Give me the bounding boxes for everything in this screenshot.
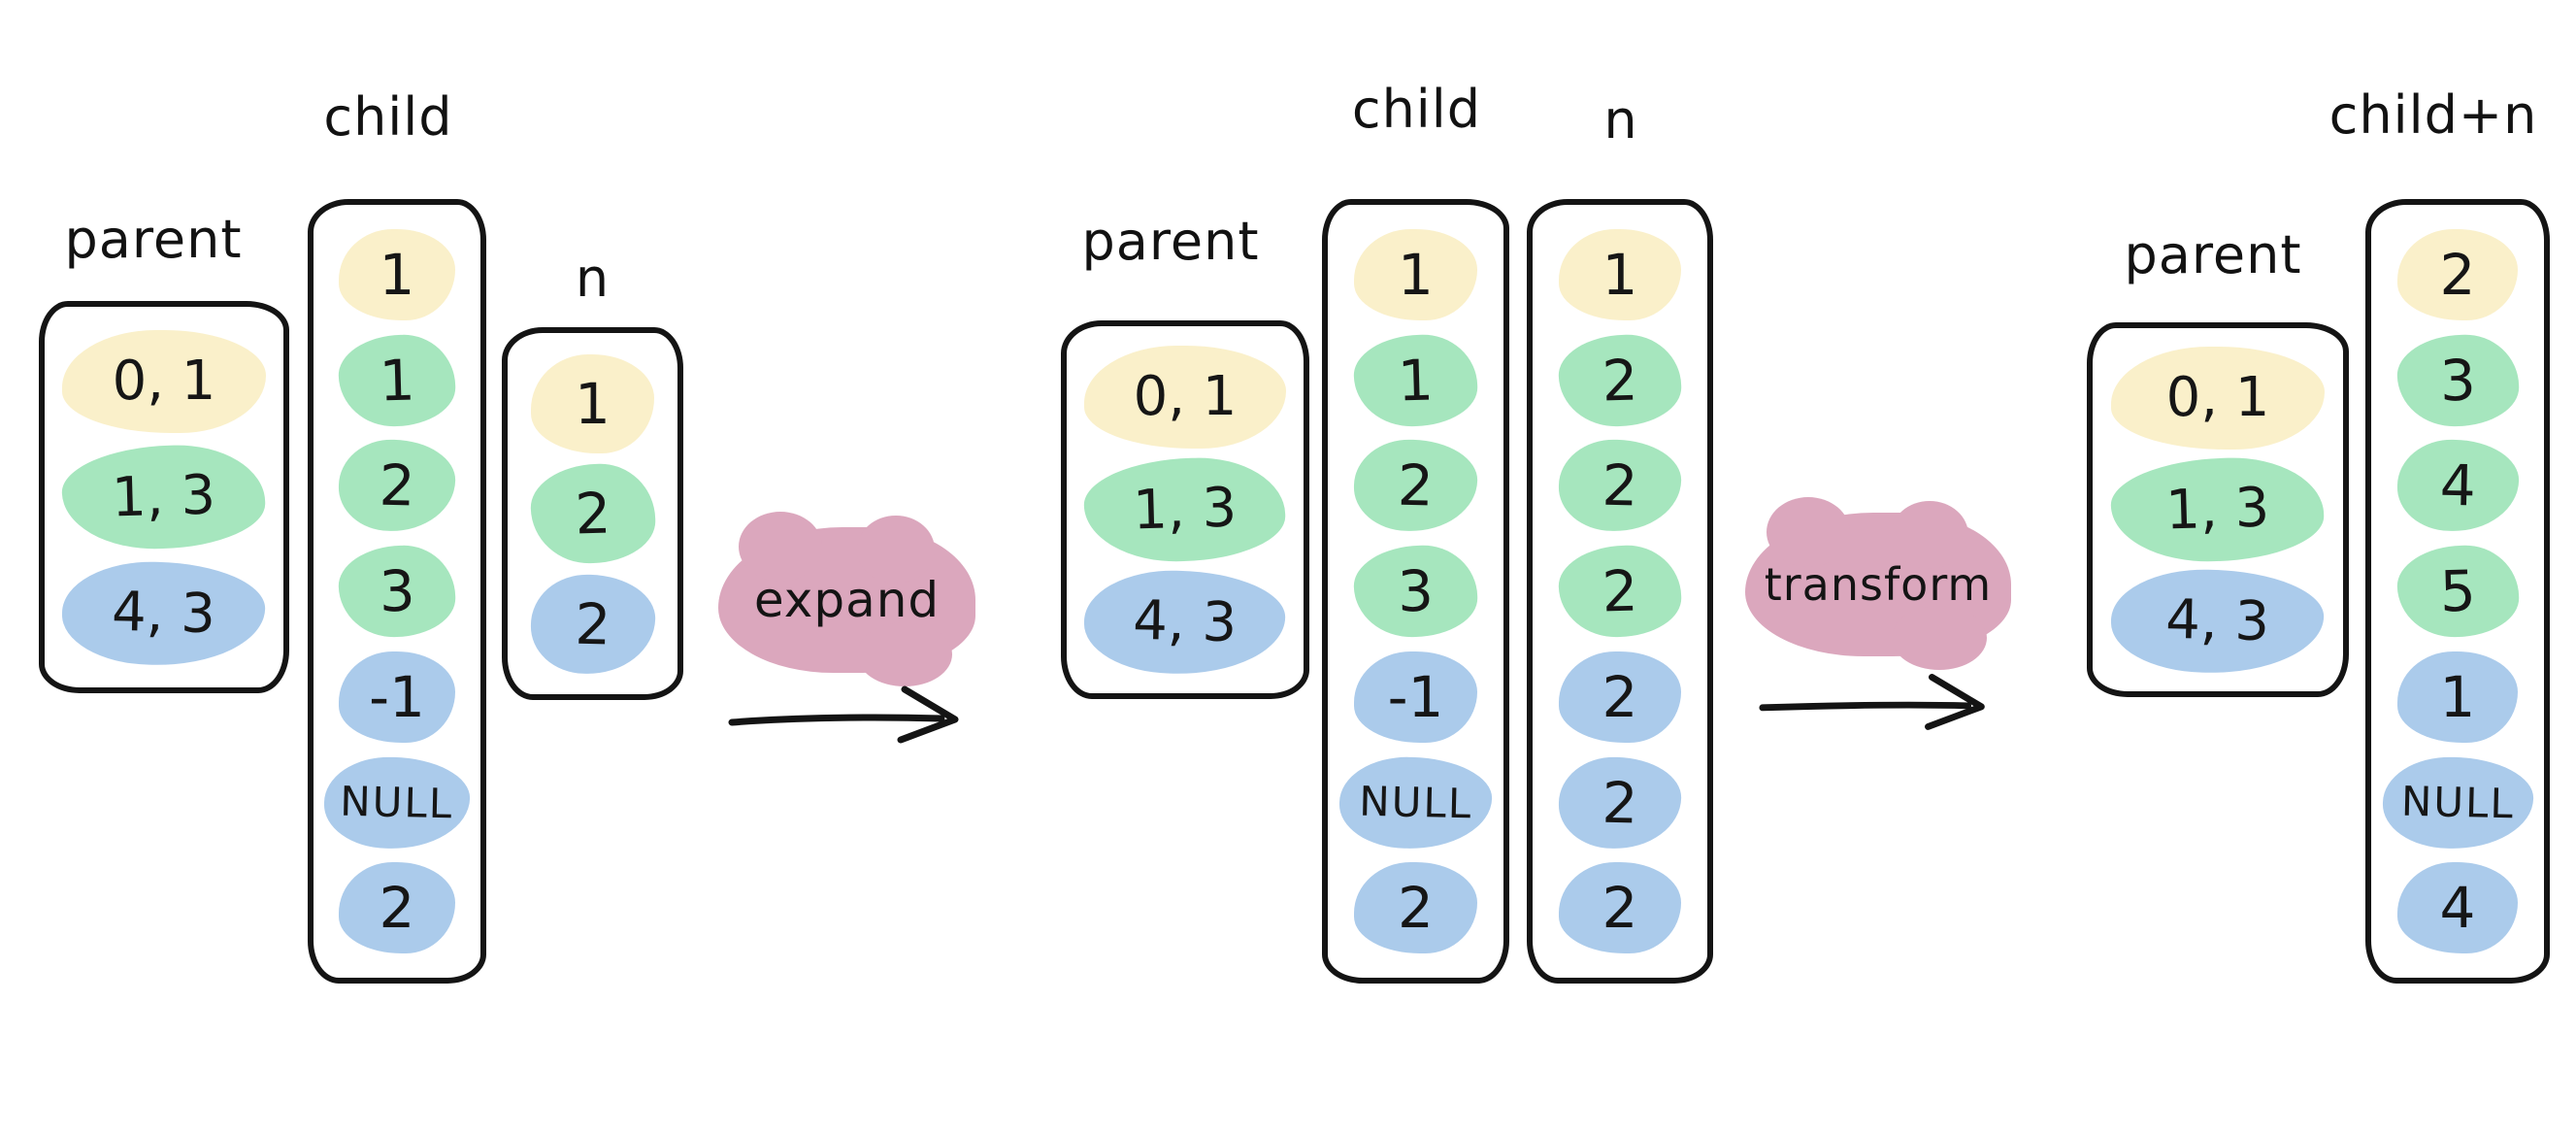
cell: 2	[1557, 438, 1683, 533]
cloud-bump	[1766, 497, 1850, 567]
cell: 2	[1557, 755, 1683, 850]
cell: 1	[338, 228, 456, 320]
column-n: 1 2 2 2 2 2 2	[1527, 199, 1713, 984]
cell: NULL	[323, 754, 471, 851]
cell: 4	[2396, 862, 2519, 954]
cloud-bump	[1892, 606, 1988, 670]
transform-arrow-icon	[1757, 665, 1999, 735]
cloud-bump	[857, 622, 953, 686]
cell: 1	[1559, 228, 1681, 320]
cell: 1	[1354, 228, 1477, 320]
cell: 2	[338, 862, 456, 954]
expand-label: expand	[753, 572, 941, 628]
cell: 2	[1559, 651, 1681, 743]
column-parent: 0, 1 1, 3 4, 3	[39, 301, 289, 693]
cell: 0, 1	[2111, 347, 2325, 450]
cell: 4	[2395, 438, 2520, 533]
transform-label-cloud: transform	[1745, 497, 2011, 670]
column-parent: 0, 1 1, 3 4, 3	[1061, 320, 1309, 699]
cell: NULL	[2381, 754, 2534, 851]
cell: 4, 3	[2110, 567, 2326, 676]
cell: 2	[1557, 544, 1683, 639]
cell: 2	[1354, 862, 1477, 954]
cell: 1, 3	[1082, 455, 1288, 564]
column-child-plus-n: 2 3 4 5 1 NULL 4	[2365, 199, 2550, 984]
cell: 2	[2396, 228, 2519, 320]
column-parent: 0, 1 1, 3 4, 3	[2087, 322, 2349, 697]
cell: 0, 1	[62, 329, 266, 433]
expand-label-cloud: expand	[718, 512, 975, 686]
cloud-bump	[856, 516, 935, 584]
column-label-parent: parent	[2124, 224, 2302, 285]
column-label-parent: parent	[64, 209, 243, 270]
cell: 1, 3	[61, 443, 267, 551]
column-label-child-plus-n: child+n	[2328, 84, 2538, 146]
cell: 1	[1352, 332, 1479, 428]
expand-arrow-icon	[726, 678, 974, 748]
column-label-n: n	[1603, 89, 1638, 150]
cell: 1	[530, 353, 655, 453]
column-label-child: child	[1351, 79, 1482, 140]
column-n: 1 2 2	[502, 327, 683, 700]
cell: 0, 1	[1084, 346, 1286, 449]
column-child: 1 1 2 3 -1 NULL 2	[308, 199, 486, 984]
cell: 3	[1352, 544, 1479, 639]
cell: 1	[337, 332, 457, 428]
column-label-n: n	[575, 248, 611, 309]
cell: 2	[1353, 438, 1478, 533]
cell: 2	[1557, 332, 1683, 428]
cell: 2	[1559, 862, 1681, 954]
cell: 1, 3	[2109, 454, 2327, 565]
cell: 5	[2395, 544, 2520, 639]
cell: -1	[338, 651, 456, 743]
cell: 4, 3	[1083, 568, 1287, 677]
cell: 1	[2396, 651, 2519, 743]
column-child: 1 1 2 3 -1 NULL 2	[1322, 199, 1509, 984]
cell: NULL	[1338, 754, 1494, 851]
cell: 3	[2395, 332, 2520, 428]
cell: -1	[1354, 651, 1477, 743]
column-label-parent: parent	[1081, 211, 1260, 272]
cloud-bump	[1891, 501, 1969, 569]
cell: 2	[529, 573, 656, 675]
transform-label: transform	[1764, 558, 1993, 611]
cell: 2	[529, 462, 656, 565]
column-label-child: child	[323, 86, 453, 148]
cell: 3	[337, 544, 457, 639]
cloud-bump	[739, 512, 823, 582]
cell: 2	[337, 438, 457, 533]
cell: 4, 3	[61, 559, 267, 667]
